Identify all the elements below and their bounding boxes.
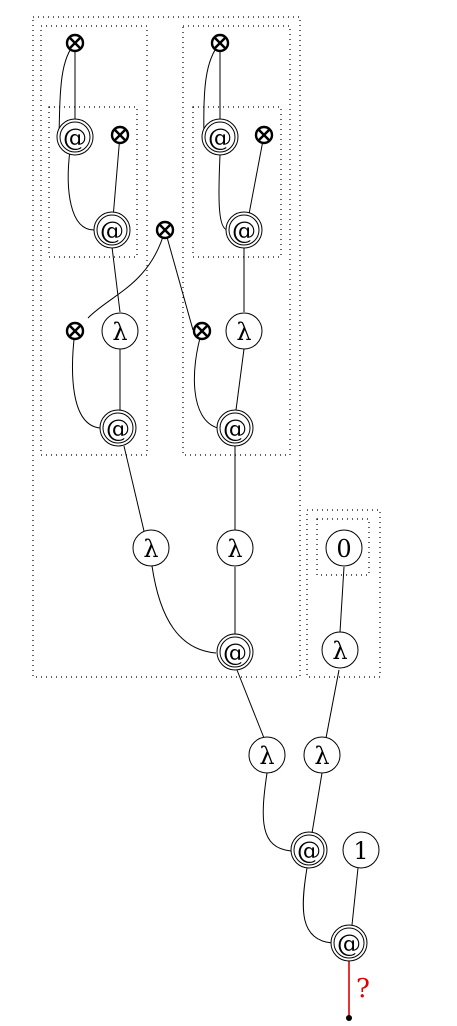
- wire: [218, 154, 229, 231]
- application-node: @: [216, 409, 254, 447]
- zero-node-label: 0: [336, 535, 351, 563]
- lambda-node-label: λ: [236, 318, 251, 346]
- erase-node: [254, 125, 274, 145]
- root-question-label: ?: [356, 974, 370, 1004]
- lambda-node: λ: [248, 736, 286, 774]
- zero-node: 0: [325, 529, 363, 567]
- wire: [72, 330, 101, 429]
- lambda-node: λ: [101, 312, 139, 350]
- box-top-left: [40, 25, 148, 456]
- box-group: [32, 16, 381, 678]
- lambda-node: λ: [132, 529, 170, 567]
- wire: [164, 229, 194, 331]
- wire: [151, 565, 217, 654]
- wire: [311, 772, 323, 834]
- lambda-node: λ: [321, 631, 359, 669]
- wire: [351, 867, 359, 926]
- application-node: @: [201, 118, 239, 156]
- wire: [193, 330, 219, 429]
- wire: [262, 772, 292, 852]
- box-zero: [316, 518, 370, 576]
- wire: [67, 149, 95, 231]
- lambda-node: λ: [225, 312, 263, 350]
- application-node-label: @: [106, 415, 130, 443]
- application-node: @: [330, 924, 368, 962]
- lambda-node: λ: [216, 529, 254, 567]
- application-node-label: @: [63, 124, 87, 152]
- erase-node: [65, 321, 85, 341]
- one-node-label: 1: [353, 837, 368, 865]
- wire: [339, 566, 345, 633]
- application-node-label: @: [232, 217, 256, 245]
- application-node-label: @: [337, 930, 361, 958]
- wire: [235, 348, 245, 411]
- erase-node: [65, 33, 85, 53]
- wire: [302, 867, 333, 944]
- lambda-node-label: λ: [112, 318, 127, 346]
- erase-node: [210, 33, 230, 53]
- wire: [236, 669, 265, 739]
- application-node: @: [56, 118, 94, 156]
- root-endpoint-dot: [346, 1015, 352, 1021]
- erase-node: [192, 321, 212, 341]
- lambda-node-label: λ: [314, 742, 329, 770]
- application-node: @: [216, 633, 254, 671]
- lambda-node-label: λ: [259, 742, 274, 770]
- box-top-left-inner: [48, 106, 138, 258]
- application-node-label: @: [223, 639, 247, 667]
- application-node-label: @: [223, 415, 247, 443]
- lambda-node-label: λ: [227, 535, 242, 563]
- box-top-right-inner: [192, 106, 282, 258]
- wire-group: [58, 42, 359, 944]
- application-node: @: [99, 409, 137, 447]
- one-node: 1: [342, 831, 380, 869]
- application-node-label: @: [100, 217, 124, 245]
- erase-node: [155, 220, 175, 240]
- application-node: @: [225, 211, 263, 249]
- erase-node: [110, 125, 130, 145]
- lambda-node: λ: [303, 736, 341, 774]
- application-node-label: @: [297, 837, 321, 865]
- root-output: ?: [346, 961, 370, 1021]
- application-node: @: [290, 831, 328, 869]
- wire: [111, 246, 121, 313]
- application-node: @: [93, 211, 131, 249]
- outer-box-left: [32, 16, 301, 678]
- application-node-label: @: [208, 124, 232, 152]
- wire: [325, 669, 340, 739]
- lambda-node-label: λ: [332, 637, 347, 665]
- wire: [87, 229, 166, 319]
- lambda-node-label: λ: [143, 535, 158, 563]
